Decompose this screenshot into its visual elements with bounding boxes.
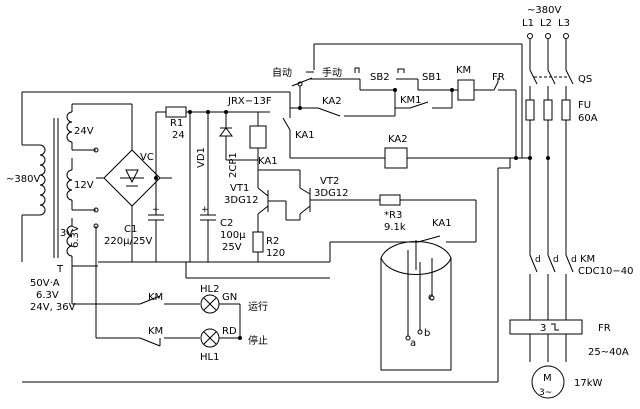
- phase-l3: L3: [558, 18, 570, 29]
- fuse-l2: [543, 99, 553, 121]
- control-top-line: [306, 43, 530, 159]
- button-sb2: SB2: [370, 72, 390, 83]
- tap-12v: 12V: [74, 180, 94, 191]
- switch-qs: QS: [578, 74, 592, 85]
- lamp-gn-label: GN: [222, 292, 237, 303]
- c1-value: 220μ/25V: [104, 236, 153, 247]
- transformer: ~380V 24V 12V 3V 6.3V T 50V·A 6.3V 24V, …: [6, 92, 132, 313]
- water-tank: [380, 241, 452, 371]
- jrx-relay: JRX−13F 2CP1 KA1: [219, 96, 278, 178]
- svg-text:+: +: [152, 205, 160, 215]
- c2-vd1: + C2 100μ 25V VD1: [196, 110, 246, 262]
- mode-auto: 自动: [272, 66, 292, 79]
- svg-text:d: d: [535, 255, 541, 265]
- fuse-rating: 60A: [578, 113, 598, 124]
- fuse-l3: [561, 99, 571, 121]
- transformer-ref: T: [56, 264, 64, 275]
- ka2-contact-row: KA2 KA1 KA2: [282, 95, 518, 169]
- fr-contact-label: FR: [492, 72, 505, 83]
- ka1-sensor-label: KA1: [432, 218, 452, 229]
- button-sb1: SB1: [422, 72, 442, 83]
- jrx-coil: [249, 125, 267, 149]
- vt2-type: 3DG12: [314, 188, 349, 199]
- vt2-ref: VT2: [320, 176, 339, 187]
- contactor-type: CDC10−40: [578, 266, 634, 277]
- thermal-name: FR: [598, 323, 611, 334]
- tap-3v: 3V: [60, 228, 73, 239]
- motor-symbol: M: [543, 373, 552, 384]
- c1-ref: C1: [124, 224, 137, 235]
- lamp-hl2-label: HL2: [200, 284, 219, 295]
- thermal-range: 25~40A: [588, 347, 629, 358]
- lamp-rd-label: RD: [222, 326, 237, 337]
- probe-c: c: [428, 292, 434, 303]
- motor-power: 17kW: [574, 378, 603, 389]
- resistor-r1: [165, 106, 187, 118]
- resistor-r2: [252, 231, 264, 253]
- c2-ref: C2: [220, 218, 233, 229]
- transistor-vt2: VT2 3DG12 *R3 9.1k: [258, 169, 477, 242]
- thermal-symbol: 3: [540, 323, 546, 334]
- svg-text:d: d: [553, 255, 559, 265]
- cp1-label: 2CP1: [228, 152, 239, 178]
- lamp-km-bottom: KM: [148, 326, 163, 337]
- lamp-stop-label: 停止: [248, 334, 268, 347]
- km-coil: [457, 79, 475, 101]
- transformer-power: 50V·A: [30, 278, 60, 289]
- fuse-l1: [525, 99, 535, 121]
- rectifier-name: VC: [140, 152, 154, 163]
- r3-value: 9.1k: [384, 222, 406, 233]
- motor-phase: 3~: [539, 388, 552, 398]
- km-main-contacts: d d d KM CDC10−40: [529, 254, 634, 320]
- r3-ref: *R3: [384, 210, 402, 221]
- tap-6-3v: 6.3V: [70, 225, 81, 248]
- tap-24v: 24V: [74, 126, 94, 137]
- lamp-hl1-label: HL1: [200, 352, 219, 363]
- bridge-rectifier-vc: VC: [96, 104, 330, 263]
- ka1-coil-label: KA1: [258, 156, 278, 167]
- supply-voltage: ~380V: [527, 5, 561, 16]
- c2-voltage: 25V: [222, 242, 242, 253]
- lamp-run-label: 运行: [248, 300, 268, 313]
- transformer-v2: 24V, 36V: [30, 302, 76, 313]
- outer-loop: [21, 91, 511, 383]
- r2-ref: R2: [266, 236, 279, 247]
- contactor-name: KM: [580, 254, 595, 265]
- manual-control-row: SB2 SB1 KM1 KM FR: [354, 65, 522, 159]
- transformer-v1: 6.3V: [36, 290, 59, 301]
- ka2-coil-label: KA2: [388, 134, 408, 145]
- mode-selector: 自动 手动: [272, 66, 360, 95]
- primary-voltage: ~380V: [6, 174, 40, 185]
- probe-b: b: [424, 328, 430, 339]
- r1-value: 24: [172, 130, 185, 141]
- r2-value: 120: [266, 248, 285, 259]
- power-supply: ~380V L1 L2 L3 QS FU 60A: [522, 5, 598, 255]
- km1-contact: KM1: [400, 95, 422, 106]
- phase-l2: L2: [540, 18, 552, 29]
- r1-ref: R1: [170, 118, 183, 129]
- transistor-vt1: VT1 3DG12 R2 120: [224, 160, 286, 262]
- motor: M 3~ 17kW: [531, 365, 603, 399]
- km-coil-label: KM: [456, 65, 471, 76]
- mode-manual: 手动: [322, 66, 342, 79]
- c2-value: 100μ: [220, 230, 246, 241]
- thermal-relay-fr: 3 FR 25~40A: [509, 319, 629, 362]
- svg-text:+: +: [201, 205, 209, 215]
- ka1-contact-label: KA1: [295, 130, 315, 141]
- water-level-sensor: KA1 a b c: [185, 218, 476, 371]
- vt1-type: 3DG12: [224, 195, 259, 206]
- ka2-contact-label: KA2: [322, 96, 342, 107]
- fuse-name: FU: [578, 100, 591, 111]
- indicator-lamps: KM HL2 GN 运行 KM HL1 RD 停止: [71, 226, 268, 363]
- resistor-r3: [379, 194, 401, 206]
- vd1-label: VD1: [196, 147, 207, 168]
- vt1-ref: VT1: [230, 183, 249, 194]
- probe-a: a: [410, 338, 416, 349]
- jrx-label: JRX−13F: [227, 96, 272, 107]
- svg-text:d: d: [571, 255, 577, 265]
- phase-l1: L1: [522, 18, 534, 29]
- ka2-coil: [384, 147, 408, 169]
